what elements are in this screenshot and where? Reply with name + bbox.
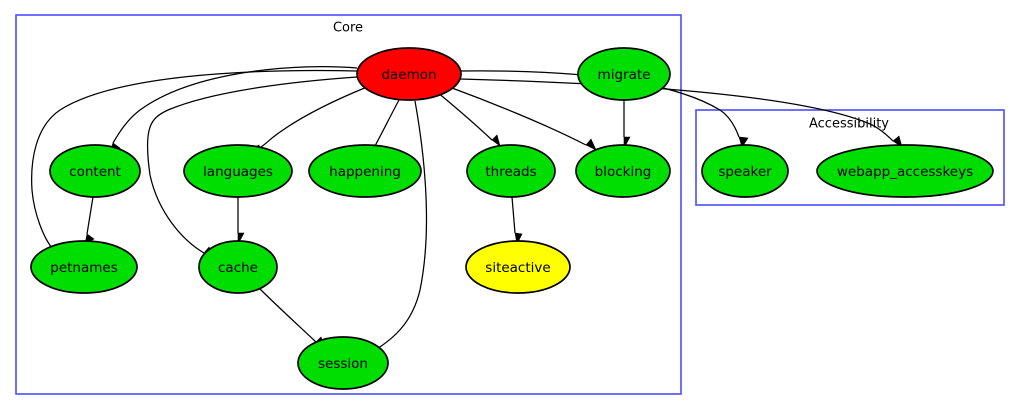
cluster-core: Core bbox=[15, 14, 682, 395]
edge-cache-to-session bbox=[258, 287, 326, 349]
edge-line bbox=[374, 99, 400, 147]
node-label-petnames: petnames bbox=[50, 260, 118, 276]
edge-line bbox=[371, 100, 428, 353]
node-shape-cache[interactable] bbox=[198, 240, 278, 294]
edge-daemon-to-blocking bbox=[451, 87, 597, 151]
node-label-blocking: blocking bbox=[595, 164, 652, 180]
node-label-happening: happening bbox=[329, 164, 401, 180]
edge-line bbox=[459, 70, 740, 138]
arrowhead-icon bbox=[585, 138, 597, 151]
node-content[interactable]: content bbox=[49, 144, 141, 198]
node-shape-blocking[interactable] bbox=[575, 144, 671, 198]
edge-line bbox=[249, 86, 368, 151]
node-shape-threads[interactable] bbox=[466, 144, 556, 198]
node-shape-migrate[interactable] bbox=[577, 47, 671, 101]
node-shape-siteactive[interactable] bbox=[465, 240, 571, 294]
edge-line bbox=[459, 78, 894, 142]
node-label-webapp_accesskeys: webapp_accesskeys bbox=[837, 164, 973, 180]
edge-languages-to-cache bbox=[237, 197, 245, 245]
edge-line bbox=[436, 91, 493, 141]
node-shape-happening[interactable] bbox=[308, 144, 422, 198]
node-label-languages: languages bbox=[203, 164, 273, 180]
node-daemon[interactable]: daemon bbox=[356, 47, 462, 101]
node-siteactive[interactable]: siteactive bbox=[465, 240, 571, 294]
edge-line bbox=[146, 76, 358, 254]
node-label-content: content bbox=[69, 164, 121, 180]
node-migrate[interactable]: migrate bbox=[577, 47, 671, 101]
node-languages[interactable]: languages bbox=[183, 144, 293, 198]
node-shape-session[interactable] bbox=[297, 336, 389, 390]
node-label-migrate: migrate bbox=[598, 67, 651, 83]
node-shape-languages[interactable] bbox=[183, 144, 293, 198]
cluster-label-accessibility: Accessibility bbox=[809, 117, 889, 132]
node-speaker[interactable]: speaker bbox=[701, 144, 789, 198]
edge-line bbox=[86, 196, 94, 235]
edge-line bbox=[511, 196, 516, 234]
node-label-threads: threads bbox=[485, 164, 536, 180]
edge-threads-to-siteactive bbox=[511, 196, 523, 245]
node-cache[interactable]: cache bbox=[198, 240, 278, 294]
edge-line bbox=[451, 87, 587, 146]
edge-daemon-to-session bbox=[362, 100, 428, 362]
node-happening[interactable]: happening bbox=[308, 144, 422, 198]
cluster-border-core bbox=[15, 14, 682, 395]
edge-line bbox=[258, 287, 317, 343]
node-shape-webapp_accesskeys[interactable] bbox=[816, 144, 994, 198]
edge-content-to-petnames bbox=[84, 196, 95, 245]
node-shape-speaker[interactable] bbox=[701, 144, 789, 198]
nodes-layer: daemon migrate content languages happening th… bbox=[30, 47, 994, 390]
node-threads[interactable]: threads bbox=[466, 144, 556, 198]
cluster-accessibility: Accessibility bbox=[695, 109, 1005, 206]
node-label-session: session bbox=[318, 356, 368, 372]
node-label-daemon: daemon bbox=[381, 67, 436, 83]
node-webapp_accesskeys[interactable]: webapp_accesskeys bbox=[816, 144, 994, 198]
node-session[interactable]: session bbox=[297, 336, 389, 390]
edge-line bbox=[112, 65, 358, 144]
cluster-label-core: Core bbox=[333, 21, 363, 36]
node-shape-daemon[interactable] bbox=[356, 47, 462, 101]
arrowhead-icon bbox=[491, 134, 501, 147]
edge-line bbox=[31, 69, 358, 250]
node-blocking[interactable]: blocking bbox=[575, 144, 671, 198]
node-petnames[interactable]: petnames bbox=[30, 240, 138, 294]
node-label-siteactive: siteactive bbox=[485, 260, 550, 276]
edge-migrate-to-blocking bbox=[623, 100, 631, 149]
node-shape-content[interactable] bbox=[49, 144, 141, 198]
node-label-speaker: speaker bbox=[718, 164, 772, 180]
node-label-cache: cache bbox=[218, 260, 258, 276]
cluster-border-accessibility bbox=[695, 109, 1005, 206]
node-shape-petnames[interactable] bbox=[30, 240, 138, 294]
edge-daemon-to-threads bbox=[436, 91, 501, 147]
